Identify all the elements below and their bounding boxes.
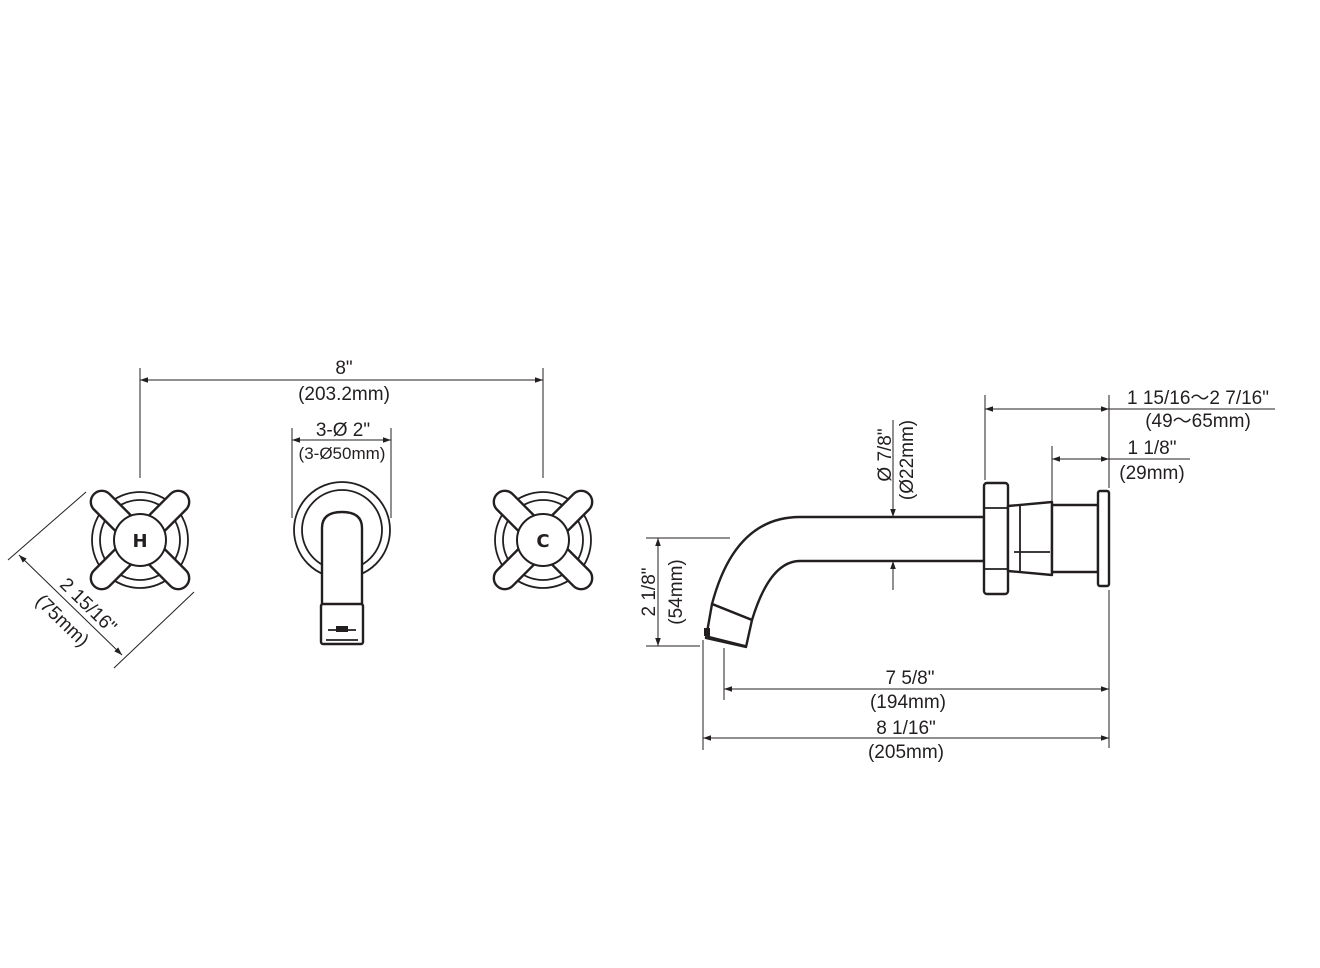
spout-reach-metric-label: (194mm) bbox=[870, 692, 946, 713]
hot-handle-label: H bbox=[132, 531, 147, 552]
cold-handle-label: C bbox=[536, 531, 549, 552]
spout-reach-dimension: 7 5/8" (194mm) bbox=[723, 590, 1110, 748]
overall-length-metric-label: (205mm) bbox=[868, 742, 944, 763]
spout-diameter-imperial-label: Ø 7/8" bbox=[875, 428, 896, 481]
spread-dimension: 8" (203.2mm) bbox=[139, 358, 544, 478]
holes-dimension: 3-Ø 2" (3-Ø50mm) bbox=[291, 420, 392, 518]
overall-length-dimension: 8 1/16" (205mm) bbox=[702, 640, 1109, 763]
spread-imperial-label: 8" bbox=[335, 358, 352, 379]
wall-thickness-dimension: 1 15/16～2 7/16" (49～65mm) bbox=[984, 388, 1275, 488]
cold-handle: C bbox=[492, 489, 594, 591]
spout-diameter-dimension: Ø 7/8" (Ø22mm) bbox=[875, 420, 918, 590]
wall-thickness-metric-label: (49～65mm) bbox=[1145, 411, 1251, 432]
spout-reach-imperial-label: 7 5/8" bbox=[885, 668, 934, 689]
holes-metric-label: (3-Ø50mm) bbox=[299, 444, 386, 463]
spout-drop-imperial-label: 2 1/8" bbox=[639, 567, 660, 616]
side-view: 1 15/16～2 7/16" (49～65mm) 1 1/8" (29mm) … bbox=[639, 388, 1275, 763]
escutcheon-depth-metric-label: (29mm) bbox=[1119, 463, 1184, 484]
spread-metric-label: (203.2mm) bbox=[298, 384, 390, 405]
escutcheon-depth-dimension: 1 1/8" (29mm) bbox=[1051, 438, 1190, 502]
escutcheon-depth-imperial-label: 1 1/8" bbox=[1127, 438, 1176, 459]
spout-diameter-metric-label: (Ø22mm) bbox=[897, 420, 918, 500]
wall-thickness-imperial-label: 1 15/16～2 7/16" bbox=[1127, 388, 1269, 409]
hot-handle: H bbox=[89, 489, 191, 591]
spout-drop-dimension: 2 1/8" (54mm) bbox=[639, 537, 730, 647]
spout-drop-metric-label: (54mm) bbox=[666, 559, 687, 624]
spout-front bbox=[293, 481, 391, 646]
spout-side bbox=[704, 515, 986, 649]
overall-length-imperial-label: 8 1/16" bbox=[876, 718, 936, 739]
front-view: 8" (203.2mm) 3-Ø 2" (3-Ø50mm) H bbox=[7, 358, 594, 669]
wall-mount-body bbox=[982, 481, 1111, 596]
holes-imperial-label: 3-Ø 2" bbox=[316, 420, 370, 441]
